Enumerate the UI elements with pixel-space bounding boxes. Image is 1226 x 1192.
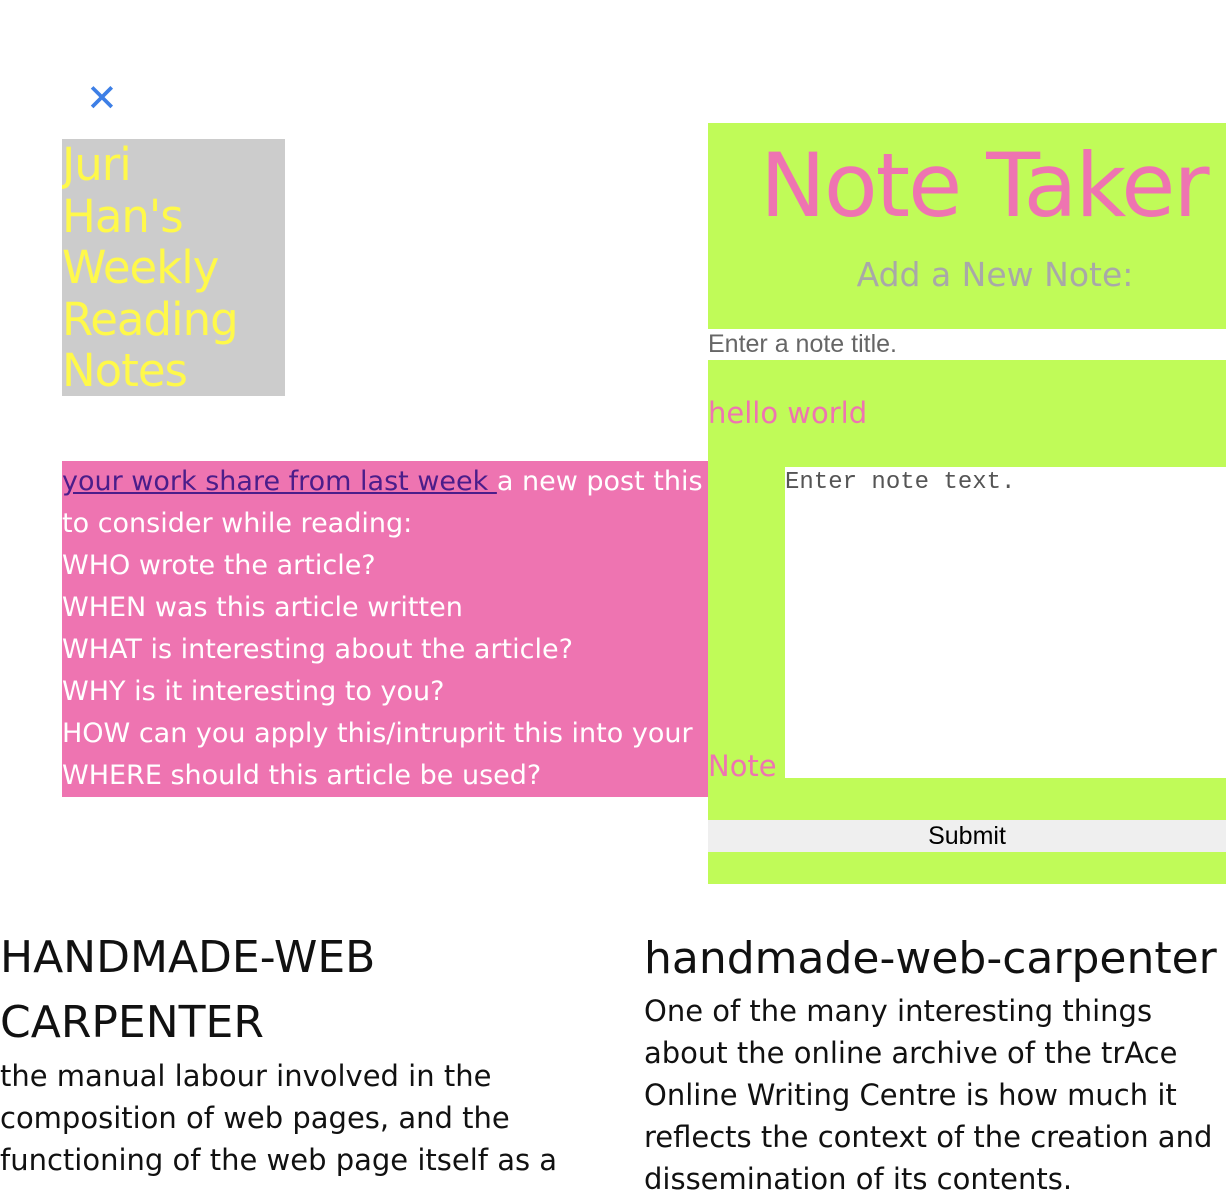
article-card: handmade-web-carpenter One of the many i… (644, 928, 1226, 1192)
site-title: Juri Han's Weekly Reading Notes (62, 139, 285, 396)
work-share-link[interactable]: your work share from last week (62, 466, 497, 497)
prompt-question: WHAT is interesting about the article? (62, 634, 573, 665)
prompt-question: WHO wrote the article? (62, 550, 376, 581)
note-title-input[interactable] (708, 329, 1226, 360)
prompt-question: to consider while reading: (62, 508, 413, 539)
article-body: One of the many interesting things about… (644, 994, 1213, 1192)
prompt-intro-text: a new post this (496, 466, 703, 497)
article-body: the manual labour involved in the compos… (0, 1059, 558, 1177)
prompt-question: WHY is it interesting to you? (62, 676, 445, 707)
note-taker-panel: Note Taker Add a New Note: hello world N… (708, 123, 1226, 884)
submit-button[interactable]: Submit (708, 820, 1226, 852)
note-text-input[interactable] (785, 467, 1226, 778)
note-text-label: Note (708, 749, 777, 783)
prompt-question: WHEN was this article written (62, 592, 463, 623)
article-heading: handmade-web-carpenter (644, 933, 1217, 984)
article-card: HANDMADE-WEB CARPENTER the manual labour… (0, 925, 600, 1181)
note-preview: hello world (708, 396, 868, 430)
site-title-line: Reading (62, 292, 239, 346)
site-title-line: Juri (62, 139, 132, 191)
prompt-intro-row: your work share from last week a new pos… (62, 461, 708, 503)
reading-prompt: your work share from last week a new pos… (62, 461, 708, 797)
note-taker-subtitle: Add a New Note: (856, 255, 1134, 294)
close-icon[interactable]: ✕ (86, 76, 118, 120)
site-title-line: Han's (62, 189, 184, 243)
prompt-question: WHERE should this article be used? (62, 760, 542, 791)
site-title-line: Weekly (62, 241, 219, 294)
note-taker-title: Note Taker (760, 134, 1210, 237)
article-heading: HANDMADE-WEB CARPENTER (0, 932, 376, 1048)
prompt-question: HOW can you apply this/intruprit this in… (62, 718, 693, 749)
site-title-line: Notes (62, 344, 188, 396)
